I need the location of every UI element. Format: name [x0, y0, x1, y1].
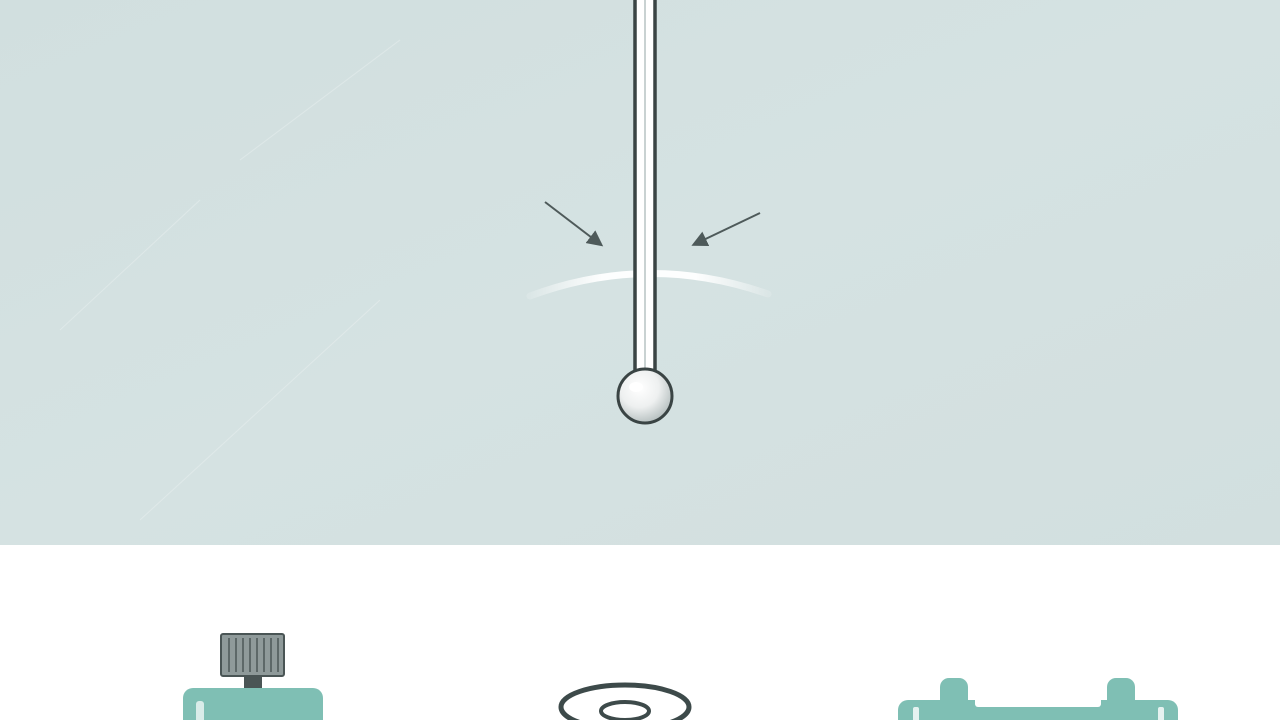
bar-right-weight	[1107, 678, 1135, 720]
icon-strip	[0, 545, 1280, 720]
bar-right-highlight	[1158, 707, 1164, 720]
bottle-cap	[220, 633, 285, 677]
bottle-neck	[244, 676, 262, 690]
probe-bulb-highlight	[629, 382, 643, 392]
illustration-panel	[0, 0, 1280, 545]
bottle-body	[183, 688, 323, 720]
bar-left-weight	[940, 678, 968, 720]
arrow-left-pointer-icon	[544, 201, 604, 247]
probe-bulb	[616, 367, 674, 425]
bar-left-highlight	[913, 707, 919, 720]
bottle-highlight	[196, 701, 204, 720]
ring-inner	[599, 700, 651, 720]
ring-outer	[558, 682, 692, 720]
background-streaks	[59, 39, 401, 521]
bottle-cap-knurl	[228, 638, 279, 672]
illustration-canvas	[0, 0, 1280, 545]
dumbbell-bar-icon	[898, 678, 1178, 720]
bottle-with-cap-icon	[183, 633, 323, 720]
arrow-right-pointer-icon	[691, 212, 761, 247]
thermometer-probe-icon	[616, 0, 674, 425]
icon-strip-canvas	[183, 633, 1178, 720]
bar-center-gap	[975, 697, 1101, 707]
ring-disc-icon	[558, 682, 692, 720]
